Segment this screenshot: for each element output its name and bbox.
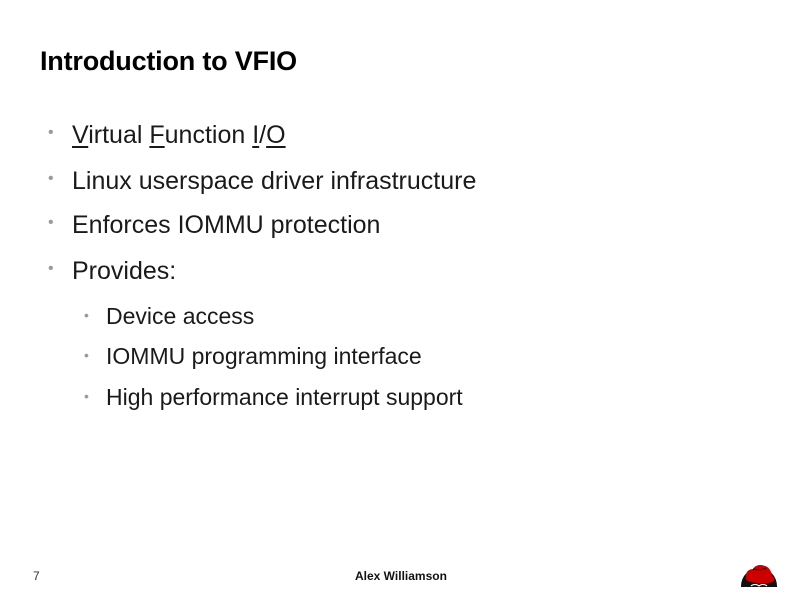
bullet-text: Provides: <box>72 257 177 285</box>
sub-bullet-item: • Device access <box>84 303 254 330</box>
bullet-item: • Linux userspace driver infrastructure <box>48 167 476 196</box>
sub-bullet-item: • IOMMU programming interface <box>84 343 422 370</box>
bullet-text-part: O <box>266 121 286 149</box>
bullet-icon: • <box>48 170 54 188</box>
page-number: 7 <box>33 569 40 583</box>
bullet-text-part: I <box>252 121 260 149</box>
bullet-icon: • <box>84 306 89 323</box>
bullet-text-part: V <box>72 121 89 149</box>
red-hat-logo-icon <box>741 565 777 587</box>
bullet-text-part: unction <box>164 121 253 149</box>
bullet-text-part: irtual <box>88 121 150 149</box>
sub-bullet-text: Device access <box>106 303 255 329</box>
bullet-text-part: F <box>149 121 165 149</box>
sub-bullet-item: • High performance interrupt support <box>84 384 463 411</box>
sub-bullet-text: IOMMU programming interface <box>106 343 422 369</box>
bullet-item: • Enforces IOMMU protection <box>48 211 380 240</box>
footer-author: Alex Williamson <box>355 569 447 583</box>
sub-bullet-text: High performance interrupt support <box>106 384 463 410</box>
slide-title: Introduction to VFIO <box>40 46 297 76</box>
bullet-icon: • <box>84 387 89 404</box>
bullet-item: • Virtual Function I/O <box>48 121 286 150</box>
bullet-icon: • <box>48 214 54 232</box>
bullet-text: Linux userspace driver infrastructure <box>72 167 477 195</box>
bullet-icon: • <box>48 260 54 278</box>
bullet-item: • Provides: <box>48 257 176 286</box>
bullet-icon: • <box>48 124 54 142</box>
bullet-icon: • <box>84 346 89 363</box>
bullet-text-part: / <box>259 121 267 149</box>
bullet-text: Enforces IOMMU protection <box>72 211 381 239</box>
